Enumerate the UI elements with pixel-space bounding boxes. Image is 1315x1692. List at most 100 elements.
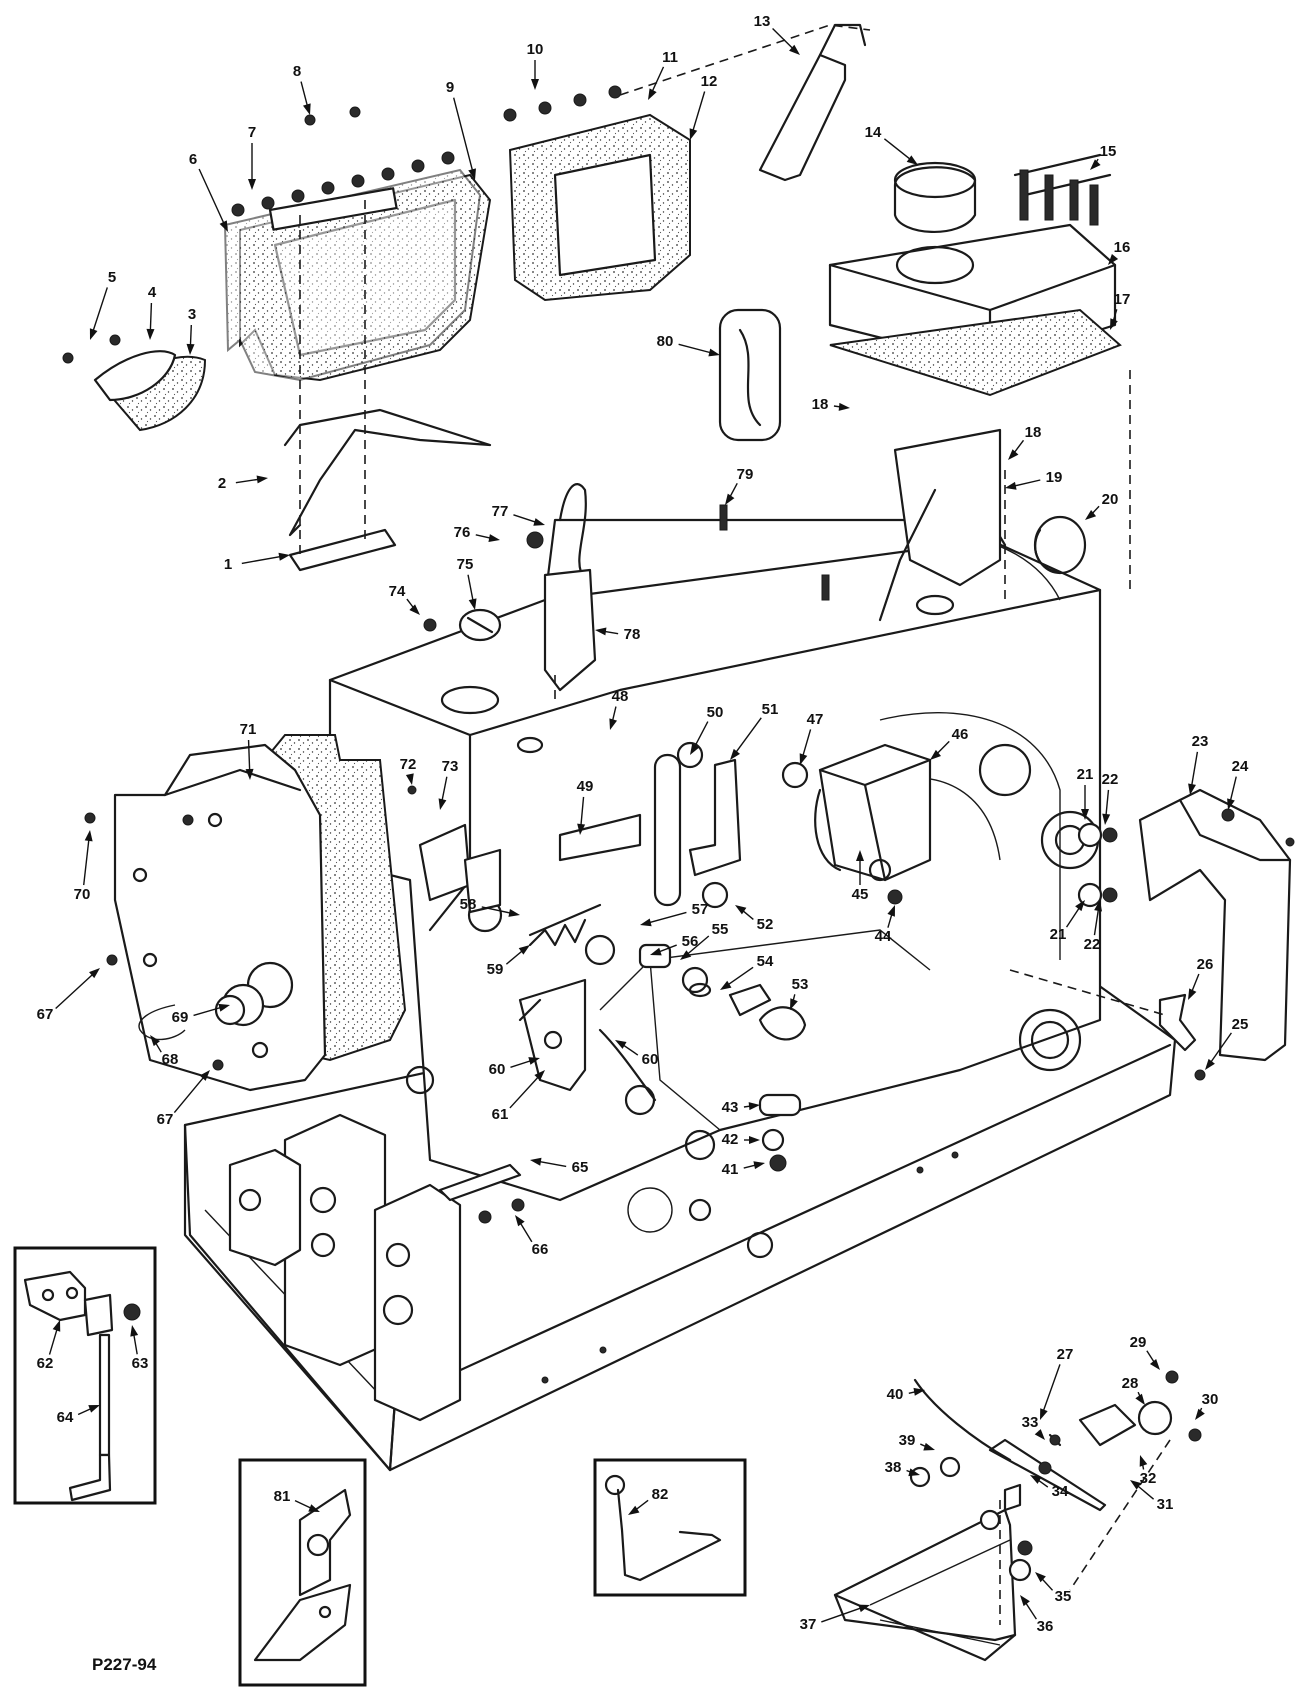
leader-line-c14 [883, 138, 914, 163]
callout-label-c2: 2 [218, 475, 226, 492]
leader-line-c47 [801, 729, 812, 760]
callout-label-c37: 37 [800, 1616, 817, 1633]
leader-arrowhead-c16 [1108, 253, 1119, 265]
callout-label-c33: 33 [1022, 1414, 1039, 1431]
leader-line-c23 [1190, 751, 1199, 790]
leader-arrowhead-c41 [753, 1161, 765, 1170]
callout-label-c31: 31 [1157, 1496, 1174, 1513]
leader-line-c49 [579, 796, 585, 830]
callout-label-c61: 61 [492, 1106, 509, 1123]
screw-set-15 [1019, 169, 1099, 226]
leader-arrowhead-c77 [533, 518, 545, 526]
callout-label-c21b: 21 [1050, 926, 1067, 943]
oil-reservoir-assembly [828, 153, 1131, 622]
leader-arrowhead-c18b [1008, 449, 1019, 460]
leader-arrowhead-c78 [595, 627, 607, 636]
callout-label-c46: 46 [952, 726, 969, 743]
callout-label-c66: 66 [532, 1241, 549, 1258]
leader-arrowhead-c4 [146, 328, 155, 340]
callout-label-c15: 15 [1100, 143, 1117, 160]
left-side-cover [84, 734, 502, 1092]
leader-line-c57 [645, 911, 687, 925]
leader-line-c51 [733, 717, 762, 756]
leader-arrowhead-c3 [186, 343, 195, 355]
callout-label-c60b: 60 [642, 1051, 659, 1068]
leader-line-c69 [193, 1005, 225, 1017]
callout-label-c48: 48 [612, 688, 629, 705]
leader-arrowhead-c47 [799, 753, 808, 765]
callout-label-c76: 76 [454, 524, 471, 541]
callout-label-c3: 3 [188, 306, 196, 323]
leader-arrowhead-c18a [838, 402, 850, 411]
callout-label-c60a: 60 [489, 1061, 506, 1078]
leader-arrowhead-c63 [130, 1325, 139, 1337]
leader-arrowhead-c72 [405, 773, 414, 785]
leader-arrowhead-c7 [248, 179, 256, 190]
callout-label-c53: 53 [792, 976, 809, 993]
callout-label-c43: 43 [722, 1099, 739, 1116]
callout-label-c71: 71 [240, 721, 257, 738]
callout-label-c57: 57 [692, 901, 709, 918]
callout-label-c77: 77 [492, 503, 509, 520]
callout-label-c38: 38 [885, 1459, 902, 1476]
leader-line-c50 [692, 721, 709, 751]
leader-arrowhead-c25 [1205, 1058, 1215, 1070]
leader-arrowhead-c38 [908, 1468, 920, 1477]
callout-label-c18a: 18 [812, 396, 829, 413]
callout-label-c30: 30 [1202, 1391, 1219, 1408]
callout-label-c36: 36 [1037, 1618, 1054, 1635]
callout-label-c24: 24 [1232, 758, 1249, 775]
callout-label-c54: 54 [757, 953, 774, 970]
callout-label-c12: 12 [701, 73, 718, 90]
leader-line-c9 [452, 97, 475, 175]
leader-arrowhead-c74 [409, 604, 420, 615]
leader-line-c70 [83, 835, 90, 886]
leader-line-c37 [821, 1606, 865, 1623]
leader-arrowhead-c10 [531, 79, 539, 90]
leader-arrowhead-c24 [1227, 798, 1235, 810]
callout-label-c19: 19 [1046, 469, 1063, 486]
leader-arrowhead-c76 [488, 534, 500, 542]
leader-arrowhead-c54 [720, 980, 732, 990]
leader-line-c25 [1208, 1032, 1232, 1066]
leader-arrowhead-c56 [650, 947, 662, 956]
leader-arrowhead-c61 [534, 1070, 545, 1081]
callout-label-c67a: 67 [37, 1006, 54, 1023]
callout-label-c75: 75 [457, 556, 474, 573]
callout-label-c65: 65 [572, 1159, 589, 1176]
leader-arrowhead-c55 [680, 950, 692, 960]
leader-arrowhead-c44 [887, 905, 895, 917]
callout-label-c18b: 18 [1025, 424, 1042, 441]
leader-line-c5 [91, 287, 108, 335]
leader-arrowhead-c5 [89, 328, 98, 340]
leader-line-c11 [650, 66, 665, 95]
leader-arrowhead-c8 [302, 103, 311, 115]
top-center-plate [503, 23, 871, 302]
leader-line-c67a [55, 971, 96, 1010]
callout-label-c28: 28 [1122, 1375, 1139, 1392]
callout-label-c62: 62 [37, 1355, 54, 1372]
callout-label-c39: 39 [899, 1432, 916, 1449]
callout-label-c52: 52 [757, 916, 774, 933]
callout-label-c25: 25 [1232, 1016, 1249, 1033]
machine-housing [183, 518, 1177, 1472]
callout-label-c73: 73 [442, 758, 459, 775]
leader-arrowhead-c31 [1130, 1480, 1142, 1490]
leader-line-c19 [1010, 479, 1041, 488]
leader-arrowhead-c64 [88, 1405, 100, 1413]
leader-arrowhead-c59 [518, 945, 530, 955]
center-mechanism [438, 741, 932, 1224]
callout-label-c7: 7 [248, 124, 256, 141]
leader-line-c6 [198, 168, 227, 227]
leader-line-c67b [173, 1074, 207, 1114]
callout-label-c23: 23 [1192, 733, 1209, 750]
leader-line-c71 [247, 739, 251, 775]
callout-label-c4: 4 [148, 284, 157, 301]
leader-arrowhead-c82 [628, 1505, 640, 1515]
callout-label-c59: 59 [487, 961, 504, 978]
leader-line-c61 [509, 1073, 542, 1109]
leader-arrowhead-c23 [1188, 783, 1196, 795]
inset-82 [593, 1458, 747, 1597]
callout-label-c34: 34 [1052, 1483, 1069, 1500]
figure-id: P227-94 [92, 1655, 157, 1674]
